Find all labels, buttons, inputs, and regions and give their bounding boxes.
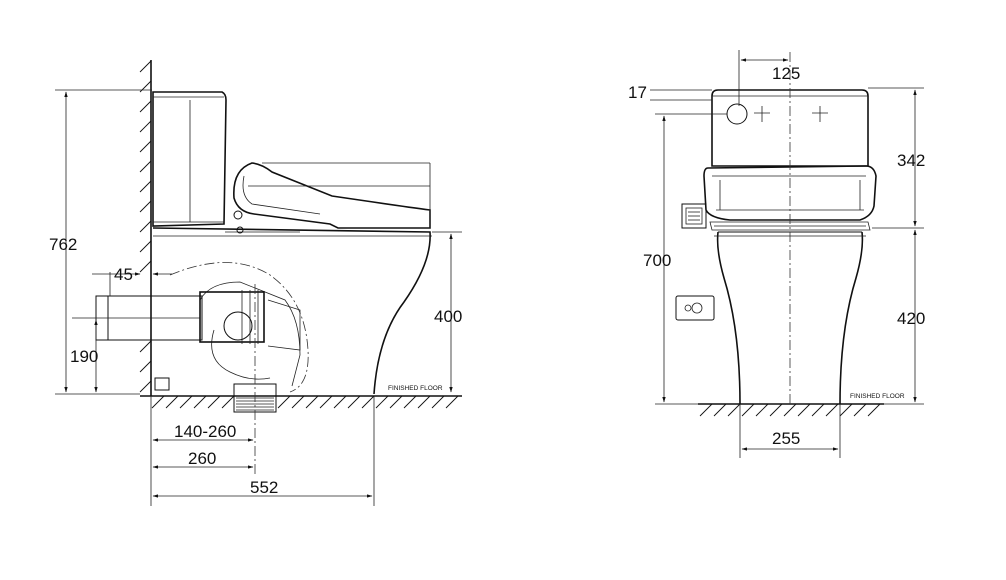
inlet-hole-icon [726, 103, 748, 125]
dim-wall-offset: 45 [114, 265, 133, 284]
dim-base-width: 255 [772, 429, 800, 448]
power-outlet-icon [675, 295, 715, 321]
trapway-arc [169, 262, 309, 393]
finished-floor-label-side: FINISHED FLOOR [388, 385, 443, 392]
bowl-left [716, 231, 741, 405]
floor-hatch [151, 395, 459, 409]
bolt-icon-left [754, 106, 770, 122]
dim-rough-in-range: 140-260 [174, 422, 236, 441]
dim-rough-in: 260 [188, 449, 216, 468]
floor-hatch-front [699, 403, 881, 417]
dim-depth: 552 [250, 478, 278, 497]
side-view: FINISHED FLOOR 762 45 190 400 140-260 26… [49, 60, 462, 506]
dim-pipe-height: 190 [70, 347, 98, 366]
bolt-icon-right [812, 106, 828, 122]
tank-side [152, 91, 227, 227]
dim-width-top: 125 [772, 64, 800, 83]
dim-offset-top: 17 [628, 83, 647, 102]
bidet-seat-front [703, 165, 877, 221]
finished-floor-label-front: FINISHED FLOOR [850, 393, 905, 400]
dim-inlet-height: 700 [643, 251, 671, 270]
hinge-icon [233, 210, 243, 220]
front-view: FINISHED FLOOR 125 17 700 342 420 255 [628, 50, 925, 458]
dim-seat-height: 400 [434, 307, 462, 326]
seat-lid [233, 162, 431, 229]
outlet-flange [199, 291, 265, 343]
dim-bowl-height: 420 [897, 309, 925, 328]
bowl-right [839, 231, 864, 405]
control-panel-icon [681, 203, 707, 229]
wall-hatch [139, 60, 152, 393]
dim-tank-height: 342 [897, 151, 925, 170]
bowl-outline [152, 227, 431, 395]
dim-total-height: 762 [49, 235, 77, 254]
